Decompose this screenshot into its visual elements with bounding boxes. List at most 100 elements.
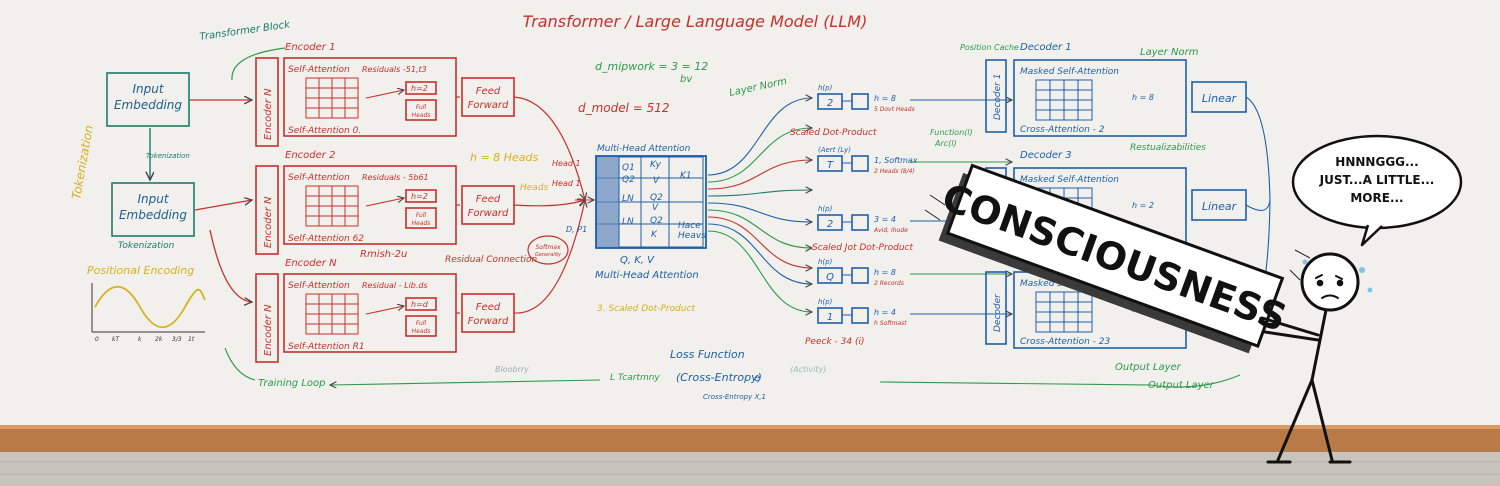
mha-grid-cell xyxy=(668,223,704,248)
encoder-heads-label: Heads xyxy=(412,328,431,335)
feed-forward-label: Feed xyxy=(476,194,501,205)
attention-row-top: (Aert (Ly) xyxy=(818,146,851,154)
loss-ce: (Cross-Entropy) xyxy=(676,371,762,384)
decoder-cross-label: Cross-Attention - 2 xyxy=(1020,125,1105,135)
mha-grid-cell xyxy=(596,156,620,179)
blueberry-note: Bloobrry xyxy=(495,365,529,374)
decoder-side-box xyxy=(985,271,1007,345)
mha-cell-label: V xyxy=(653,176,660,186)
encoder-heads-label: Full xyxy=(416,104,427,111)
encoder-residuals: Residual - Lib.ds xyxy=(362,281,428,290)
consciousness-block-face xyxy=(945,163,1285,348)
d-model-note: d_model = 512 xyxy=(578,101,670,115)
decoder-title: Decoder 3 xyxy=(1020,150,1072,161)
attention-row-box-label: 2 xyxy=(827,98,833,109)
input-embedding-top-label-1: Input xyxy=(132,82,164,96)
decoder-masked-label: Masked Self-Attention xyxy=(1020,67,1119,77)
encoder-bottom-label: Self-Attention 62 xyxy=(288,234,364,244)
attention-row-box-label: 1 xyxy=(827,312,833,323)
residual-ability: Restualizabilities xyxy=(1130,143,1206,153)
mha-cell-label: Q1 xyxy=(622,163,635,173)
attention-row-top: h(p) xyxy=(818,298,833,306)
encoder-title: Encoder N xyxy=(285,258,337,269)
floor xyxy=(0,452,1500,486)
feed-forward-label: Forward xyxy=(468,316,509,327)
encoder-side-box xyxy=(255,165,279,255)
decoder-masked-label: Masked Self-Attention xyxy=(1020,175,1119,185)
encoder-heads-box xyxy=(405,315,437,337)
encoder-residuals: Residuals -51,t3 xyxy=(362,65,427,74)
axis-tick: 3/3 xyxy=(172,336,182,343)
attention-row-small-box xyxy=(851,307,869,324)
speech-line-2: JUST...A LITTLE... xyxy=(1319,173,1435,187)
tokenization-label: Tokenization xyxy=(118,241,175,251)
encoder-sa-label: Self-Attention xyxy=(288,281,350,291)
axis-tick: k xyxy=(138,336,142,343)
mha-dp: D, P1 xyxy=(566,225,587,234)
softmax-bubble-line-1: Softmax xyxy=(535,244,560,251)
mha-grid-cell xyxy=(596,177,620,203)
axis-tick: 1t xyxy=(188,336,195,343)
speech-bubble: HNNNGGG... JUST...A LITTLE... MORE... xyxy=(1291,134,1463,247)
function-note: Function(l) xyxy=(930,128,973,137)
stick-figure xyxy=(1260,252,1360,464)
tokenization-note: Tokenization xyxy=(146,152,190,160)
whiteboard-surface xyxy=(0,0,1500,430)
feed-forward-label: Feed xyxy=(476,86,501,97)
activity-note: (Activity) xyxy=(790,365,826,374)
speech-line-3: MORE... xyxy=(1350,191,1403,205)
mha-title: Multi-Head Attention xyxy=(597,144,691,154)
attention-row-h: h = 4 xyxy=(874,308,896,317)
heads-note: h = 8 Heads xyxy=(470,151,538,164)
attention-row-small-box xyxy=(851,267,869,284)
decoder-grid-cell xyxy=(1077,109,1093,121)
encoder-h-label: h=d xyxy=(411,300,429,309)
mha-cell-label: V xyxy=(652,203,659,213)
output-layer-2: Output Layer xyxy=(1148,380,1215,391)
decoder-body xyxy=(1013,59,1187,137)
encoder-side-label: Encoder N xyxy=(263,88,274,140)
wood-rail xyxy=(0,425,1500,455)
mha-cell-label: Heavs xyxy=(678,231,706,241)
feed-forward-label: Forward xyxy=(468,208,509,219)
positional-sine-wave xyxy=(94,286,206,328)
mha-cell-label: Hace xyxy=(678,221,701,231)
attention-row-top: h(p) xyxy=(818,84,833,92)
mha-cell-label: Ky xyxy=(650,160,662,170)
encoder-h-box xyxy=(405,81,437,95)
attention-row-top: h(p) xyxy=(818,205,833,213)
encoder-sa-label: Self-Attention xyxy=(288,173,350,183)
dims-note: d_mipwork = 3 = 12 xyxy=(595,60,708,73)
mha-cell-label: K1 xyxy=(680,171,692,181)
attention-row-sub: 2 Records xyxy=(874,280,904,287)
head-label: Head 1 xyxy=(552,159,581,168)
softmax-bubble-line-2: Generality xyxy=(535,252,562,258)
motion-lines xyxy=(924,194,1311,281)
attention-row-h: h = 8 xyxy=(874,94,896,103)
heads-small-label: Heads xyxy=(520,183,549,193)
decoder-note: h = 2 xyxy=(1132,201,1154,210)
sweat-drops xyxy=(1302,259,1373,293)
training-loop-label: Training Loop xyxy=(258,378,326,389)
layer-norm-right: Layer Norm xyxy=(1140,47,1199,58)
attention-row-sub: Avid, Ihude xyxy=(873,227,908,234)
attention-row-sub: 5 Dovt Heads xyxy=(874,106,915,113)
scaled-dp-2: Scaled Jot Dot-Product xyxy=(812,243,914,253)
loss-e: e xyxy=(754,373,760,384)
encoder-h-label: h=2 xyxy=(411,192,428,201)
encoder-bottom-label: Self-Attention R1 xyxy=(288,342,365,352)
attention-row-h: h = 8 xyxy=(874,268,896,277)
input-embedding-top-box xyxy=(106,72,190,127)
mha-cell-label: K xyxy=(651,230,658,240)
head-label: Head 1 xyxy=(552,179,581,188)
feed-forward-label: Forward xyxy=(468,100,509,111)
encoder-title: Encoder 2 xyxy=(285,150,335,161)
loss-title: Loss Function xyxy=(670,348,745,361)
